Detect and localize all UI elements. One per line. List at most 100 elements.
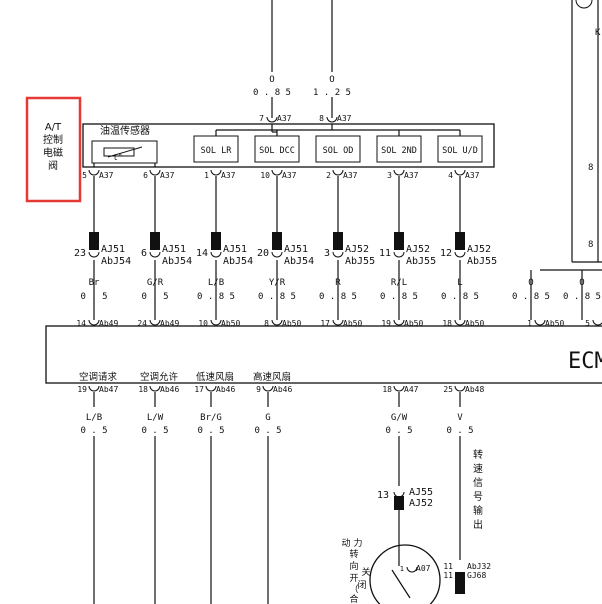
lower-conn-a-block: [394, 496, 404, 510]
harness-block: [333, 232, 343, 250]
lower-conn-b-pin-2: 11: [443, 571, 453, 580]
lower-conn-a-bottom: AJ52: [409, 498, 433, 509]
harness-bottom: AbJ55: [345, 256, 375, 267]
module-pin-conn: A37: [282, 171, 297, 180]
feed-pin-symbol: [326, 116, 338, 123]
harness-bottom: AbJ55: [467, 256, 497, 267]
ps-switch-label-char: 转: [349, 548, 358, 560]
lower-wire-color: V: [457, 413, 463, 423]
ecm-bottom-pin-number: 18: [382, 385, 392, 394]
lower-wire-color: L/W: [147, 413, 164, 423]
ecm-top-pin-conn: Ab50: [465, 319, 484, 328]
wire-size: 0 . 5: [80, 292, 107, 302]
harness-top: AJ52: [345, 244, 369, 255]
module-pin-conn: A37: [160, 171, 175, 180]
ecm-top-pin-number: 8: [264, 319, 269, 328]
harness-top: AJ51: [101, 244, 125, 255]
ecm-top-pin-conn: Ab49: [160, 319, 179, 328]
wires-lower: L/B0 . 5L/W0 . 5Br/G0 . 5G0 . 5G/W0 . 5V…: [80, 392, 474, 604]
harness-pin-symbol: [393, 251, 405, 258]
module-pin-conn: A37: [404, 171, 419, 180]
harness-block: [150, 232, 160, 250]
lower-wire-size: 0 . 5: [446, 426, 473, 436]
wire-size: 0 . 8 5: [319, 292, 357, 302]
wire-size: 0 . 5: [141, 292, 168, 302]
solenoid-label: SOL U/D: [442, 146, 478, 156]
module-pin-conn: A37: [343, 171, 358, 180]
ps-switch-contact: [391, 569, 411, 599]
lower-wire-color: Br/G: [200, 413, 222, 423]
solenoid-bus: [215, 124, 461, 136]
ecm-top-pin-conn: Ab50: [545, 319, 564, 328]
harness-pin: 11: [379, 248, 391, 259]
lower-wire-size: 0 . 5: [385, 426, 412, 436]
sensor-symbol: t°: [113, 153, 123, 162]
ecm-bottom-pin-number: 19: [77, 385, 87, 394]
ecm-top-pin-number: 5: [585, 319, 590, 328]
ecm-bottom-pin-symbol: [88, 385, 100, 392]
lower-wire-size: 0 . 5: [254, 426, 281, 436]
ecm-top-pin-symbol: [454, 319, 466, 326]
ecm-top-pin-symbol: [592, 319, 602, 326]
wire-color: Br: [89, 278, 100, 288]
speed-signal-char: 号: [473, 491, 483, 503]
wire-color: R: [335, 278, 341, 288]
harness-block: [272, 232, 282, 250]
harness-pin: 3: [324, 248, 330, 259]
feed-pin: 7: [259, 114, 264, 123]
ecm-top-pin-number: 19: [381, 319, 391, 328]
ecm-top-pin-conn: Ab50: [404, 319, 423, 328]
harness-top: AJ52: [467, 244, 491, 255]
speed-signal-char: 输: [473, 504, 483, 517]
lower-conn-a-symbol: [393, 491, 405, 498]
harness-pin: 23: [74, 248, 86, 259]
ps-switch-label-char: 力: [353, 537, 362, 549]
lower-conn-a-pin: 13: [377, 490, 389, 501]
ecm-top-pin-conn: Ab50: [221, 319, 240, 328]
feed-pin: 8: [319, 114, 324, 123]
ecm-bottom-pin-name: 空调请求: [79, 371, 118, 383]
module-pin-number: 2: [326, 171, 331, 180]
solenoid-label: SOL 2ND: [381, 146, 417, 156]
wire-size: 0 . 8 5: [258, 292, 296, 302]
module-pin-number: 1: [204, 171, 209, 180]
ecm-bottom-pin-name: 高速风扇: [253, 371, 291, 383]
module-pin-symbol: [454, 169, 466, 176]
ps-switch-label-char: 向: [349, 560, 358, 572]
ps-switch-pin-symbol: [406, 566, 418, 573]
harness-bottom: AbJ54: [223, 256, 253, 267]
harness-top: AJ51: [223, 244, 247, 255]
module-pin-conn: A37: [465, 171, 480, 180]
lower-wire-color: L/B: [86, 413, 102, 423]
harness-top: AJ51: [162, 244, 186, 255]
right-wire-color: O: [528, 278, 533, 288]
harness-bottom: AbJ55: [406, 256, 436, 267]
module-pin-number: 10: [260, 171, 270, 180]
feed-pin-symbol: [266, 116, 278, 123]
wire-color: L: [457, 278, 462, 288]
sensor-label: 油温传感器: [100, 124, 150, 137]
ecm-top-pin-symbol: [271, 319, 283, 326]
top-right-circuit: K 8 8: [540, 0, 602, 271]
harness-pin-symbol: [149, 251, 161, 258]
module-pin-symbol: [149, 169, 161, 176]
harness-top: AJ51: [284, 244, 308, 255]
ecm-top-pin-number: 18: [442, 319, 452, 328]
ecm-bottom-pin-conn: Ab46: [273, 385, 292, 394]
harness-pin-symbol: [271, 251, 283, 258]
ecm-top-pin-conn: Ab50: [343, 319, 362, 328]
pin-8b: 8: [588, 240, 593, 250]
ecm-top-pin-number: 1: [527, 319, 532, 328]
wires-upper: Br0 . 5G/R0 . 5L/B0 . 8 5Y/R0 . 8 5R0 . …: [80, 278, 479, 302]
ps-switch-label-char: 动: [341, 538, 350, 549]
wire-color: G/R: [147, 278, 164, 288]
module-pin-symbol: [88, 169, 100, 176]
wire-size: 0 . 8 5: [197, 292, 235, 302]
highlight-box: [25, 96, 82, 203]
module-pin-symbol: [332, 169, 344, 176]
module-pin-conn: A37: [99, 171, 114, 180]
ecm-bottom-pin-symbol: [149, 385, 161, 392]
